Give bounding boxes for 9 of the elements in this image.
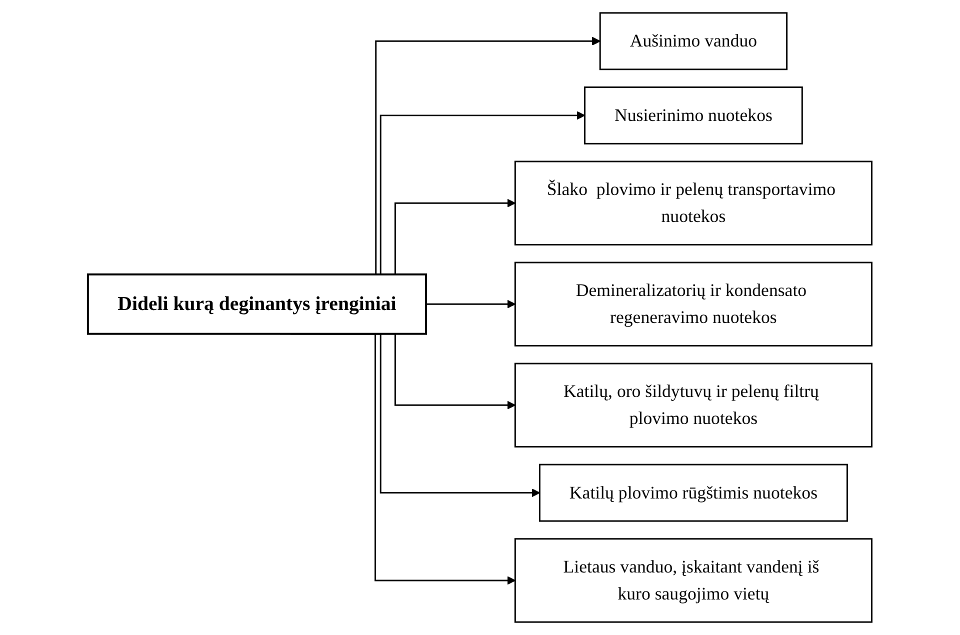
node-box: Aušinimo vanduo <box>600 12 788 70</box>
node-box: Katilų, oro šildytuvų ir pelenų filtrų plovimo nuotekos <box>514 362 873 448</box>
node-box: Nusierinimo nuotekos <box>584 86 804 144</box>
node-box: Demineralizatorių ir kondensato regeneravimo nuotekos <box>514 262 873 346</box>
node-box: Lietaus vanduo, įskaitant vandenį iš kuro saugojimo vietų <box>514 538 873 623</box>
node-box: Šlako plovimo ir pelenų transportavimo nuotekos <box>514 160 873 246</box>
node-box: Katilų plovimo rūgštimis nuotekos <box>539 464 848 522</box>
node-box: Dideli kurą deginantys įrenginiai <box>87 273 428 335</box>
arrow <box>426 300 516 308</box>
